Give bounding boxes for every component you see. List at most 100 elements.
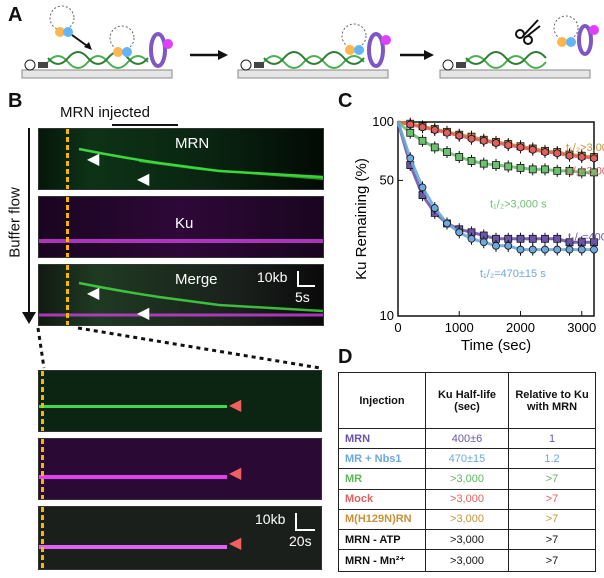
mrn-free-a: [55, 27, 65, 37]
mrn-complex-2: [341, 23, 367, 49]
data-point: [553, 149, 562, 158]
inject-marker-merge: [66, 265, 69, 325]
channel-label-merge: Merge: [175, 271, 218, 288]
scale-hbar-bottom: [295, 529, 315, 531]
dna-strand-3a: [465, 55, 547, 69]
data-point: [467, 234, 476, 243]
data-point: [455, 153, 464, 161]
row-half-life: >3,000: [425, 549, 509, 572]
mrn-complex-free: [49, 5, 75, 31]
data-point: [590, 168, 598, 177]
data-point: [565, 245, 574, 254]
data-point: [577, 168, 586, 177]
channel-label-mrn: MRN: [175, 135, 210, 152]
flow-arrow-head: [22, 312, 36, 324]
plot-frame: [397, 121, 595, 317]
inject-marker-ku: [66, 197, 69, 257]
arrowhead-icon: ◀: [137, 171, 150, 188]
y-tick-label: 100: [372, 114, 394, 129]
row-relative: >7: [508, 508, 596, 531]
half-life-annotation: t₁/₂>3,000 s: [490, 198, 547, 210]
y-tick-label: 10: [380, 308, 394, 323]
row-injection: Mock: [338, 488, 426, 510]
end-marker-icon: ◀: [229, 465, 242, 482]
scale-length-top: 10kb: [257, 269, 288, 285]
scale-vbar-bottom: [295, 513, 297, 531]
row-injection: MR: [338, 468, 426, 490]
biotin-1: [24, 59, 36, 71]
panel-letter-c: C: [338, 90, 353, 112]
data-point: [418, 123, 427, 132]
data-point: [492, 241, 500, 250]
end-marker-icon: ◀: [229, 397, 242, 414]
data-point: [541, 245, 549, 254]
row-relative: >7: [508, 529, 596, 551]
table-row: Mock>3,000>7: [338, 488, 596, 510]
row-half-life: >3,000: [425, 508, 509, 531]
header-relative: Relative to Ku with MRN: [508, 372, 596, 429]
row-half-life: 470±15: [425, 448, 509, 470]
x-tick-label: 0: [394, 320, 401, 335]
arrowhead-icon: ◀: [87, 151, 100, 168]
data-point: [528, 145, 537, 154]
row-injection: M(H129N)RN: [338, 508, 426, 531]
data-point: [553, 234, 562, 243]
data-point: [553, 166, 562, 175]
zoom-lines: [36, 326, 321, 370]
dna-strand-3b: [465, 51, 547, 65]
end-marker-icon: ◀: [229, 535, 242, 552]
data-point: [455, 131, 464, 140]
ku-ring-2: [367, 32, 385, 68]
surface-3: [439, 69, 591, 79]
table-row: MRN - Mn²⁺>3,000>7: [338, 549, 596, 572]
data-point: [479, 136, 488, 145]
data-point: [541, 165, 549, 174]
data-point: [541, 234, 549, 243]
half-life-annotation: t₁/₂>3,000 s: [566, 142, 604, 154]
header-injection: Injection: [338, 372, 426, 429]
half-life-table-wrap: Injection Ku Half-life (sec) Relative to…: [338, 372, 596, 572]
surface-1: [21, 69, 173, 79]
x-tick-label: 1000: [445, 320, 474, 335]
kymograph-zoom-merge: ◀ 10kb 20s: [38, 506, 322, 570]
data-point: [504, 241, 513, 250]
data-point: [430, 126, 439, 134]
table-row: MR>3,000>7: [338, 468, 596, 490]
surface-2: [237, 69, 389, 79]
data-point: [418, 183, 427, 192]
dna-strand-2b: [263, 51, 365, 65]
row-relative: 1.2: [508, 448, 596, 470]
panel-letter-a: A: [8, 4, 23, 26]
qdot-1: [163, 39, 173, 49]
mrn-track-zoom: [39, 405, 227, 408]
scale-hbar-top: [297, 285, 315, 287]
kymograph-zoom-mrn: ◀: [38, 370, 322, 432]
row-half-life: 400±6: [425, 427, 509, 450]
panel-letter-d: D: [338, 346, 353, 368]
flow-label: Buffer flow: [6, 187, 24, 258]
data-point: [492, 139, 500, 147]
data-point: [577, 245, 586, 254]
x-axis-label: Time (sec): [461, 337, 531, 354]
x-tick-label: 2000: [506, 320, 535, 335]
inject-label: MRN injected: [60, 104, 151, 121]
scale-time-top: 5s: [295, 289, 310, 305]
data-point: [528, 234, 537, 243]
data-point: [479, 238, 488, 247]
kymograph-zoom-ku: ◀: [38, 438, 322, 500]
inject-marker-mrn: [66, 129, 69, 189]
channel-label-ku: Ku: [175, 215, 194, 232]
scissors-icon: [515, 19, 541, 45]
scale-length-bottom: 10kb: [255, 511, 286, 527]
data-point: [443, 219, 451, 228]
scale-time-bottom: 20s: [289, 533, 312, 549]
arrowhead-icon: ◀: [87, 285, 100, 302]
row-injection: MRN: [338, 427, 426, 450]
row-relative: >7: [508, 549, 596, 572]
row-injection: MR + Nbs1: [338, 448, 426, 470]
ku-ring-1: [149, 32, 167, 68]
mrn-complex-3: [553, 15, 579, 41]
data-point: [455, 228, 464, 237]
